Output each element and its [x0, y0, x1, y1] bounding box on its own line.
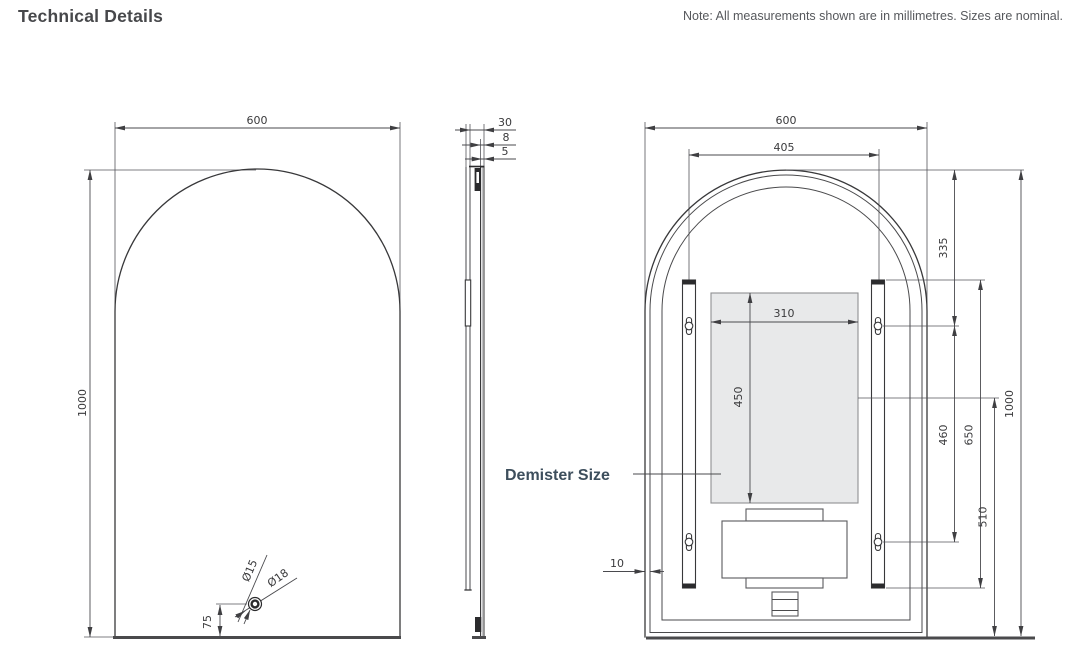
front-view: 600 1000 Ø15 Ø18 75 — [76, 114, 401, 639]
keyhole-slot-bottom-right — [873, 532, 883, 552]
demister-width-dimension: 310 — [774, 307, 795, 320]
rail-length-dimension: 650 — [963, 425, 976, 446]
hole-inner-diameter: Ø15 — [239, 558, 260, 584]
demister-height-dimension: 450 — [732, 387, 745, 408]
edge-gap-dimension: 10 — [610, 557, 624, 570]
side-glass-dimension: 5 — [502, 145, 509, 158]
back-width-dimension: 600 — [776, 114, 797, 127]
hole-offset-dimension: 75 — [201, 615, 214, 629]
hanger-spacing-dimension: 405 — [774, 141, 795, 154]
front-height-dimension: 1000 — [76, 389, 89, 417]
hole-outer-diameter: Ø18 — [265, 566, 291, 590]
measurement-note: Note: All measurements shown are in mill… — [682, 9, 1063, 23]
side-wall-bracket — [464, 279, 472, 327]
front-mirror-outline — [114, 168, 401, 638]
demister-to-bottom-dimension: 510 — [977, 507, 990, 528]
demister-pad — [710, 292, 859, 504]
cable-hole-inner — [250, 599, 260, 609]
keyhole-slot-bottom-left — [684, 532, 694, 552]
side-junction-box — [475, 617, 482, 632]
driver-box-stack — [721, 508, 848, 617]
side-panel-dimension: 8 — [503, 131, 510, 144]
back-mid-outline — [649, 174, 923, 633]
keyhole-spacing-dimension: 460 — [937, 425, 950, 446]
page-title: Technical Details — [18, 6, 164, 26]
back-panel-outline — [661, 186, 911, 621]
keyhole-slot-top-left — [684, 316, 694, 336]
demister-size-label: Demister Size — [505, 467, 610, 484]
side-depth-dimension: 30 — [498, 116, 512, 129]
back-view: 600 405 — [505, 114, 1035, 640]
top-to-keyhole-dimension: 335 — [937, 238, 950, 259]
back-height-dimension: 1000 — [1003, 390, 1016, 418]
keyhole-slot-top-right — [873, 316, 883, 336]
front-width-dimension: 600 — [247, 114, 268, 127]
side-view: 30 8 5 — [455, 116, 516, 639]
